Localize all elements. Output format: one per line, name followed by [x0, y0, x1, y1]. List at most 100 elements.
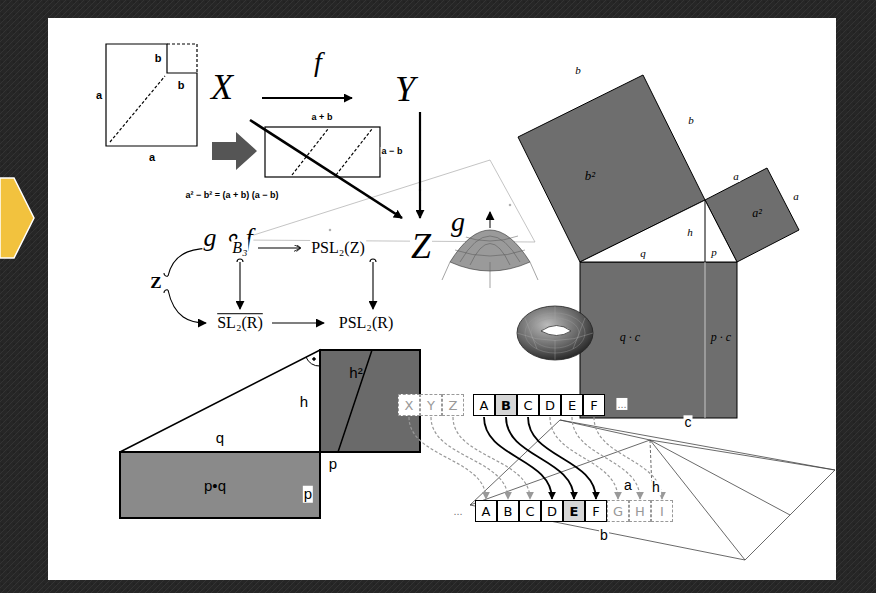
diagram-object-label: B₃	[231, 239, 248, 257]
geometry-label: c	[684, 415, 693, 430]
letter-text: B	[504, 504, 513, 519]
geometry-label: b	[687, 114, 695, 126]
group-diagram-arrows-stroke	[168, 290, 206, 323]
geometry-label: a − b	[381, 147, 404, 157]
ghost-letter-box: Z	[442, 394, 464, 416]
letter-box: A	[475, 500, 497, 522]
letter-text: F	[592, 504, 599, 519]
ghost-letter-box: G	[607, 500, 629, 522]
torus-figure-stroke	[541, 326, 571, 336]
faint-triangle-stroke	[238, 160, 535, 242]
torus-figure-stroke	[517, 306, 593, 360]
letter-box: E	[561, 394, 583, 416]
diagram-object-label: SL₂(R)	[216, 314, 264, 332]
difference-of-squares-figure-stroke	[167, 44, 197, 73]
difference-of-squares-figure-stroke	[106, 44, 197, 146]
torus-figure	[517, 306, 593, 360]
pythagoras-figure-stroke	[705, 200, 706, 262]
geometry-label: q	[639, 247, 647, 259]
euclid-height-figure-stroke	[120, 452, 320, 518]
ellipsis-mark: ...	[616, 398, 627, 410]
ghost-letter-box: Y	[420, 394, 442, 416]
geometry-label: b	[599, 528, 609, 543]
geometry-label: h	[651, 480, 661, 495]
letter-text: D	[547, 504, 557, 519]
ghost-letter-box: X	[398, 394, 420, 416]
difference-of-squares-figure-stroke	[292, 129, 372, 175]
geometry-label: h	[299, 394, 309, 411]
commutative-diagram-arrows-stroke	[262, 97, 352, 99]
commutative-diagram-arrows-stroke	[419, 112, 421, 218]
ghost-letter-box: I	[651, 500, 673, 522]
letter-box: A	[473, 394, 495, 416]
paraboloid-plot-stroke	[442, 262, 538, 288]
geometry-label: q	[215, 430, 225, 447]
geometry-label: a	[623, 478, 633, 493]
difference-of-squares-figure-stroke	[265, 127, 380, 177]
geometry-label: b	[574, 64, 582, 76]
group-diagram-arrows	[164, 248, 376, 323]
geometry-label: h²	[348, 365, 363, 382]
letter-box: C	[517, 394, 539, 416]
letter-text: C	[525, 504, 534, 519]
shift-arrow	[594, 417, 662, 499]
formula-text: a² − b² = (a + b) (a − b)	[184, 191, 279, 201]
letter-box: B	[495, 394, 517, 416]
pyramid-figure-stroke	[470, 420, 835, 560]
letter-box: C	[519, 500, 541, 522]
letter-box: F	[585, 500, 607, 522]
euclid-height-figure-stroke	[320, 350, 420, 452]
faint-triangle-stroke	[509, 204, 511, 206]
group-diagram-arrows-stroke	[370, 259, 376, 262]
geometry-label: a	[148, 151, 156, 163]
shift-arrow	[528, 417, 596, 499]
letter-text: E	[568, 398, 576, 413]
geometry-label: a	[95, 89, 103, 101]
torus-figure-stroke	[517, 306, 593, 360]
geometry-label: b²	[584, 169, 596, 183]
geometry-label: a	[732, 170, 740, 182]
euclid-height-figure	[120, 350, 420, 518]
shift-arrow	[409, 417, 486, 499]
shift-arrow	[431, 417, 508, 499]
pythagoras-figure-stroke	[580, 200, 737, 262]
geometry-label: p	[328, 456, 338, 473]
letter-box: D	[539, 394, 561, 416]
diagram-object-label: Y	[394, 70, 416, 110]
difference-of-squares-figure-stroke	[110, 76, 165, 142]
geometry-label: h	[686, 226, 694, 238]
geometry-label: q · c	[619, 331, 641, 344]
euclid-height-figure-stroke	[120, 350, 320, 452]
dark-frame-stroke	[48, 18, 836, 580]
ellipsis-mark: ...	[452, 505, 463, 517]
shift-arrow	[484, 417, 552, 499]
geometry-label: p	[710, 246, 718, 258]
geometry-label: a + b	[311, 113, 334, 123]
group-diagram-arrows-stroke	[237, 259, 243, 262]
euclid-height-figure-stroke	[306, 357, 320, 366]
euclid-height-figure-stroke	[338, 350, 372, 452]
shift-arrow	[550, 417, 618, 499]
diagram-object-label: g	[450, 207, 466, 238]
letter-text: B	[501, 398, 511, 413]
diagram-object-label: Z	[410, 227, 432, 267]
letter-text: D	[545, 398, 555, 413]
group-diagram-arrows-stroke	[372, 262, 373, 309]
letter-text: C	[523, 398, 532, 413]
faint-triangle-stroke	[329, 229, 331, 231]
faint-triangle	[238, 160, 535, 242]
diagram-object-label: f	[313, 47, 323, 78]
diagram-object-label: PSL₂(Z)	[310, 239, 366, 257]
letter-text: A	[482, 504, 491, 519]
group-diagram-arrows-stroke	[239, 262, 240, 309]
shift-arrow	[572, 417, 640, 499]
geometry-label: a	[792, 190, 800, 202]
group-diagram-arrows-stroke	[258, 247, 300, 248]
geometry-label: b	[154, 52, 163, 64]
paraboloid-plot-stroke	[490, 212, 491, 228]
letter-text: Z	[449, 398, 458, 413]
